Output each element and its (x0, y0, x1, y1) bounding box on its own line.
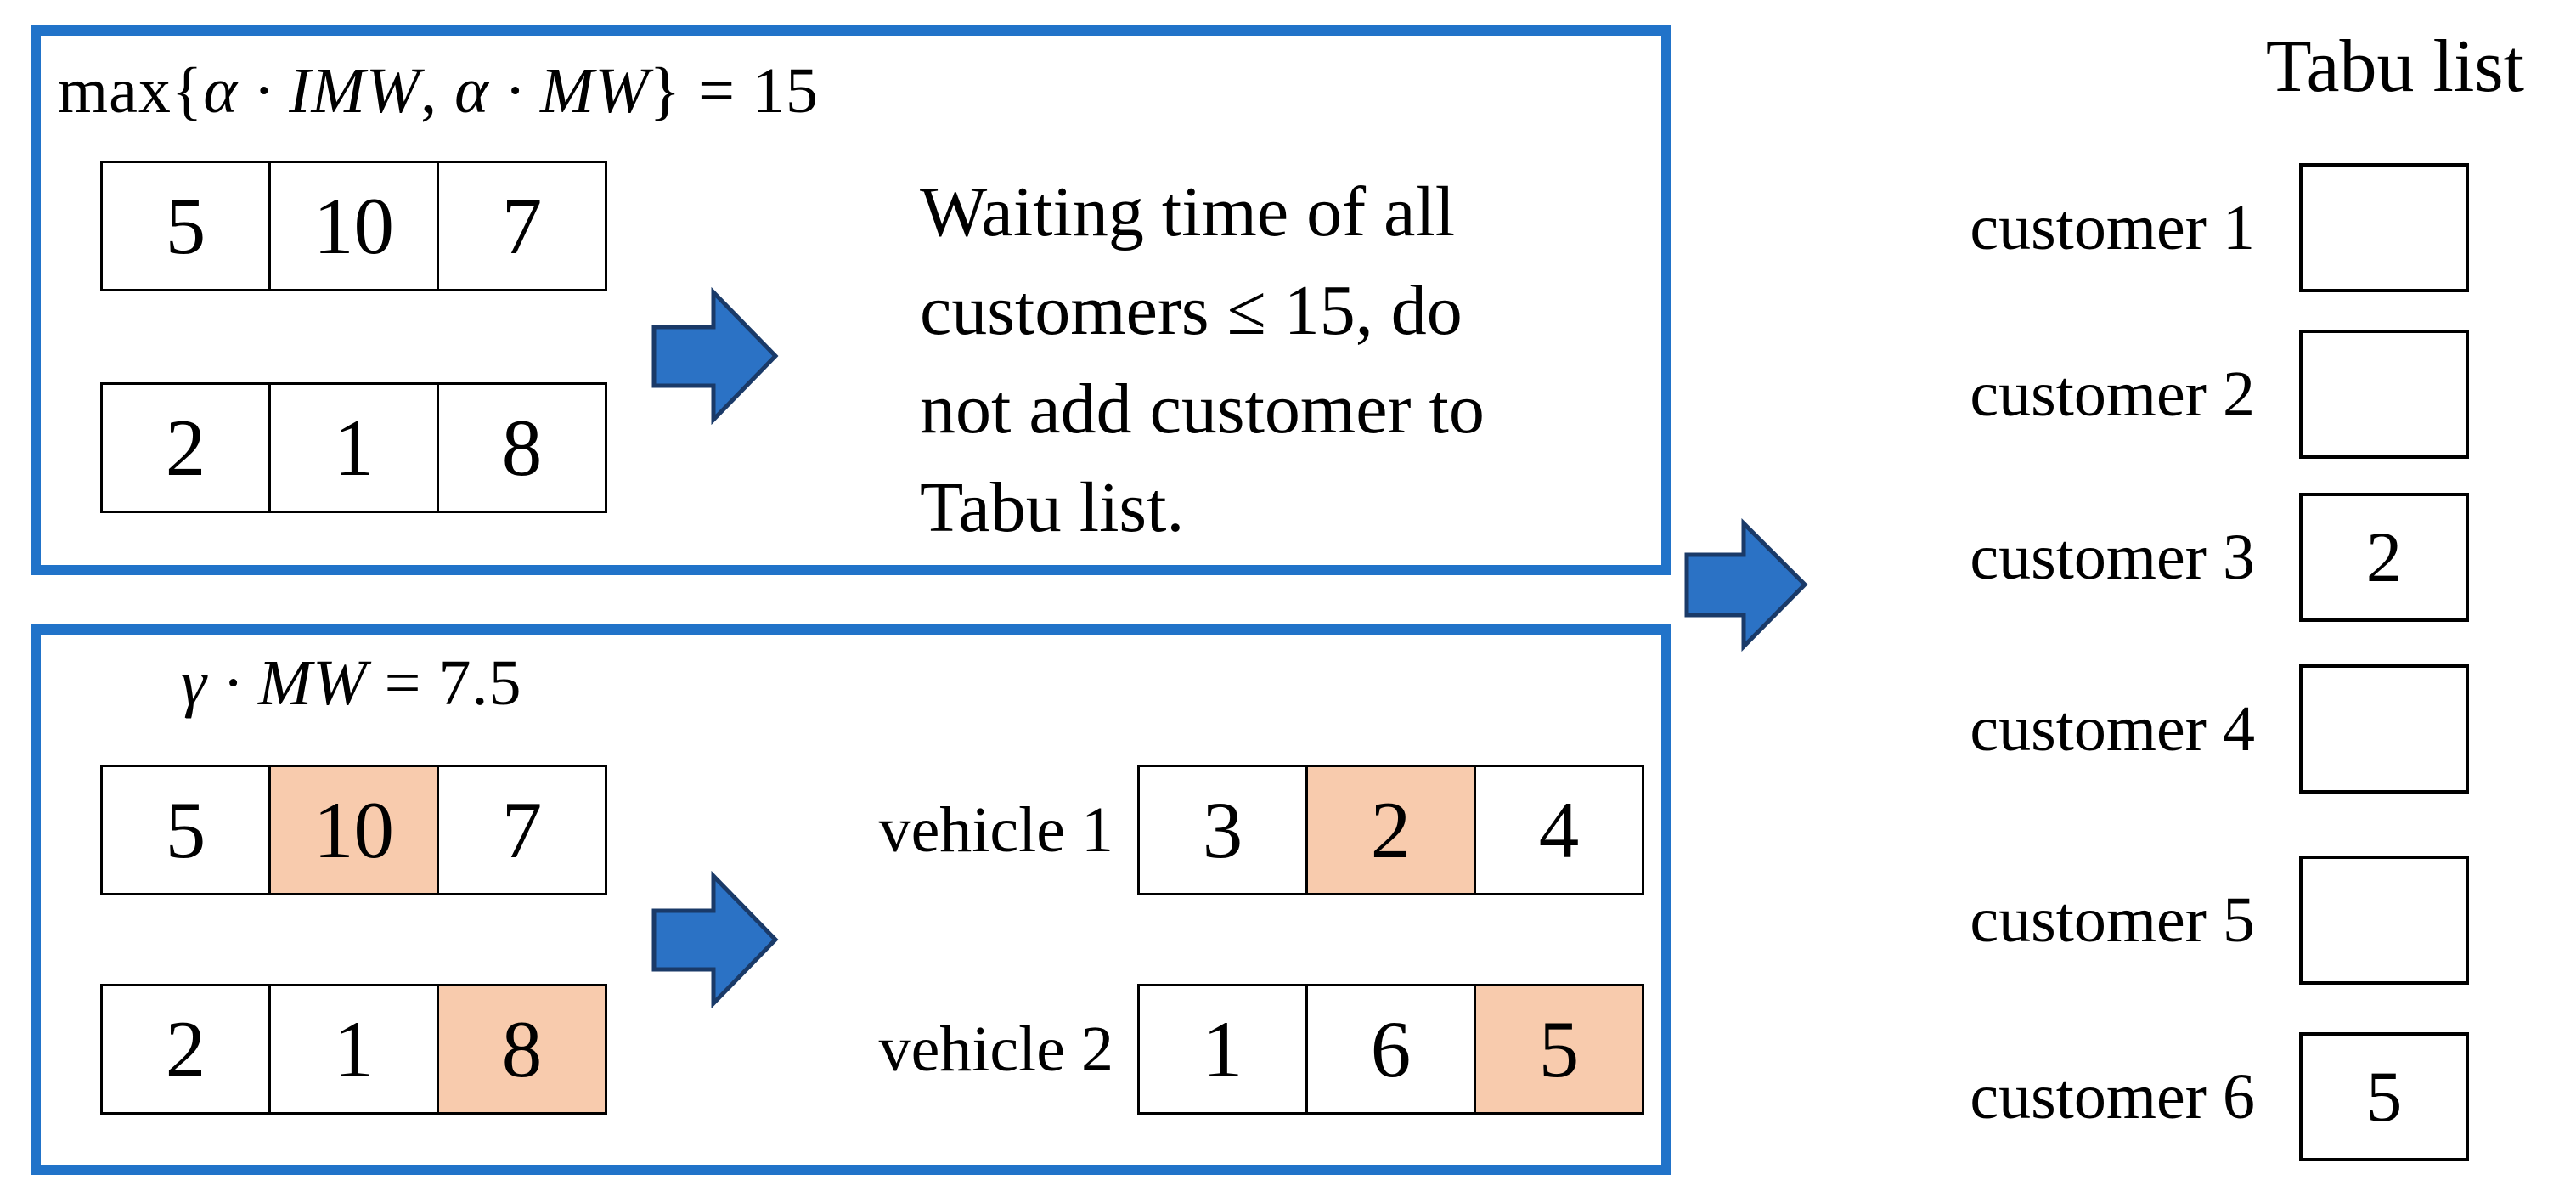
formula-term-gamma-mw: γ · MW (181, 647, 368, 719)
cell-value-highlighted: 8 (437, 984, 607, 1115)
customer-label: customer 6 (1970, 1061, 2255, 1132)
tabu-row-customer-2: customer 2 (1835, 330, 2469, 459)
formula-term-alpha-imw: α · IMW (203, 55, 421, 127)
cell-value: 1 (1137, 984, 1308, 1115)
tabu-value-box: 5 (2299, 1032, 2469, 1161)
vehicle-2-label: vehicle 2 (878, 1014, 1113, 1085)
tabu-value-box: 2 (2299, 493, 2469, 622)
tabu-row-customer-6: customer 6 5 (1835, 1032, 2469, 1161)
cell-value: 2 (100, 984, 271, 1115)
cell-value-highlighted: 2 (1305, 765, 1476, 895)
note-line: Waiting time of all (920, 172, 1456, 251)
right-arrow-icon (651, 871, 780, 1008)
cell-value: 8 (437, 382, 607, 513)
vehicle-1-cells: 3 2 4 (1137, 765, 1644, 895)
customer-label: customer 3 (1970, 522, 2255, 593)
tabu-list-title: Tabu list (2265, 25, 2525, 108)
max-waiting-time-panel: max{α · IMW, α · MW} = 15 5 10 7 2 1 8 W… (31, 25, 1671, 575)
gamma-mw-panel: γ · MW = 7.5 5 10 7 2 1 8 vehicle 1 3 2 … (31, 624, 1671, 1175)
formula-suffix: = 7.5 (367, 647, 522, 719)
no-tabu-note: Waiting time of all customers ≤ 15, do n… (920, 163, 1485, 557)
waiting-times-row-2: 2 1 8 (100, 382, 607, 513)
vehicle-2-row: vehicle 2 1 6 5 (796, 984, 1644, 1115)
cell-value-highlighted: 5 (1474, 984, 1644, 1115)
customer-label: customer 1 (1970, 192, 2255, 263)
cell-value: 1 (268, 984, 439, 1115)
tabu-value-box (2299, 856, 2469, 985)
note-line: Tabu list. (920, 468, 1185, 547)
vehicle-1-label: vehicle 1 (878, 794, 1113, 866)
cell-value: 7 (437, 161, 607, 291)
customer-label: customer 2 (1970, 359, 2255, 430)
max-formula: max{α · IMW, α · MW} = 15 (58, 54, 819, 128)
tabu-row-customer-1: customer 1 (1835, 163, 2469, 292)
gamma-formula: γ · MW = 7.5 (181, 647, 521, 720)
note-line: not add customer to (920, 370, 1485, 449)
tabu-row-customer-4: customer 4 (1835, 664, 2469, 794)
formula-prefix: max{ (58, 55, 204, 127)
cell-value: 7 (437, 765, 607, 895)
cell-value: 10 (268, 161, 439, 291)
vehicle-2-cells: 1 6 5 (1137, 984, 1644, 1115)
formula-term-alpha-mw: α · MW (454, 55, 650, 127)
waiting-times-row-2-highlighted: 2 1 8 (100, 984, 607, 1115)
waiting-times-row-1: 5 10 7 (100, 161, 607, 291)
tabu-value-box (2299, 330, 2469, 459)
tabu-value-box (2299, 664, 2469, 794)
formula-suffix: } = 15 (649, 55, 820, 127)
cell-value: 4 (1474, 765, 1644, 895)
cell-value-highlighted: 10 (268, 765, 439, 895)
cell-value: 1 (268, 382, 439, 513)
formula-separator: , (420, 55, 455, 127)
cell-value: 2 (100, 382, 271, 513)
tabu-row-customer-3: customer 3 2 (1835, 493, 2469, 622)
right-arrow-icon (1684, 518, 1809, 652)
note-line: customers ≤ 15, do (920, 271, 1463, 350)
tabu-row-customer-5: customer 5 (1835, 856, 2469, 985)
waiting-times-row-1-highlighted: 5 10 7 (100, 765, 607, 895)
customer-label: customer 4 (1970, 693, 2255, 765)
cell-value: 5 (100, 161, 271, 291)
cell-value: 3 (1137, 765, 1308, 895)
customer-label: customer 5 (1970, 884, 2255, 956)
cell-value: 5 (100, 765, 271, 895)
vehicle-1-row: vehicle 1 3 2 4 (796, 765, 1644, 895)
right-arrow-icon (651, 287, 780, 425)
tabu-value-box (2299, 163, 2469, 292)
cell-value: 6 (1305, 984, 1476, 1115)
